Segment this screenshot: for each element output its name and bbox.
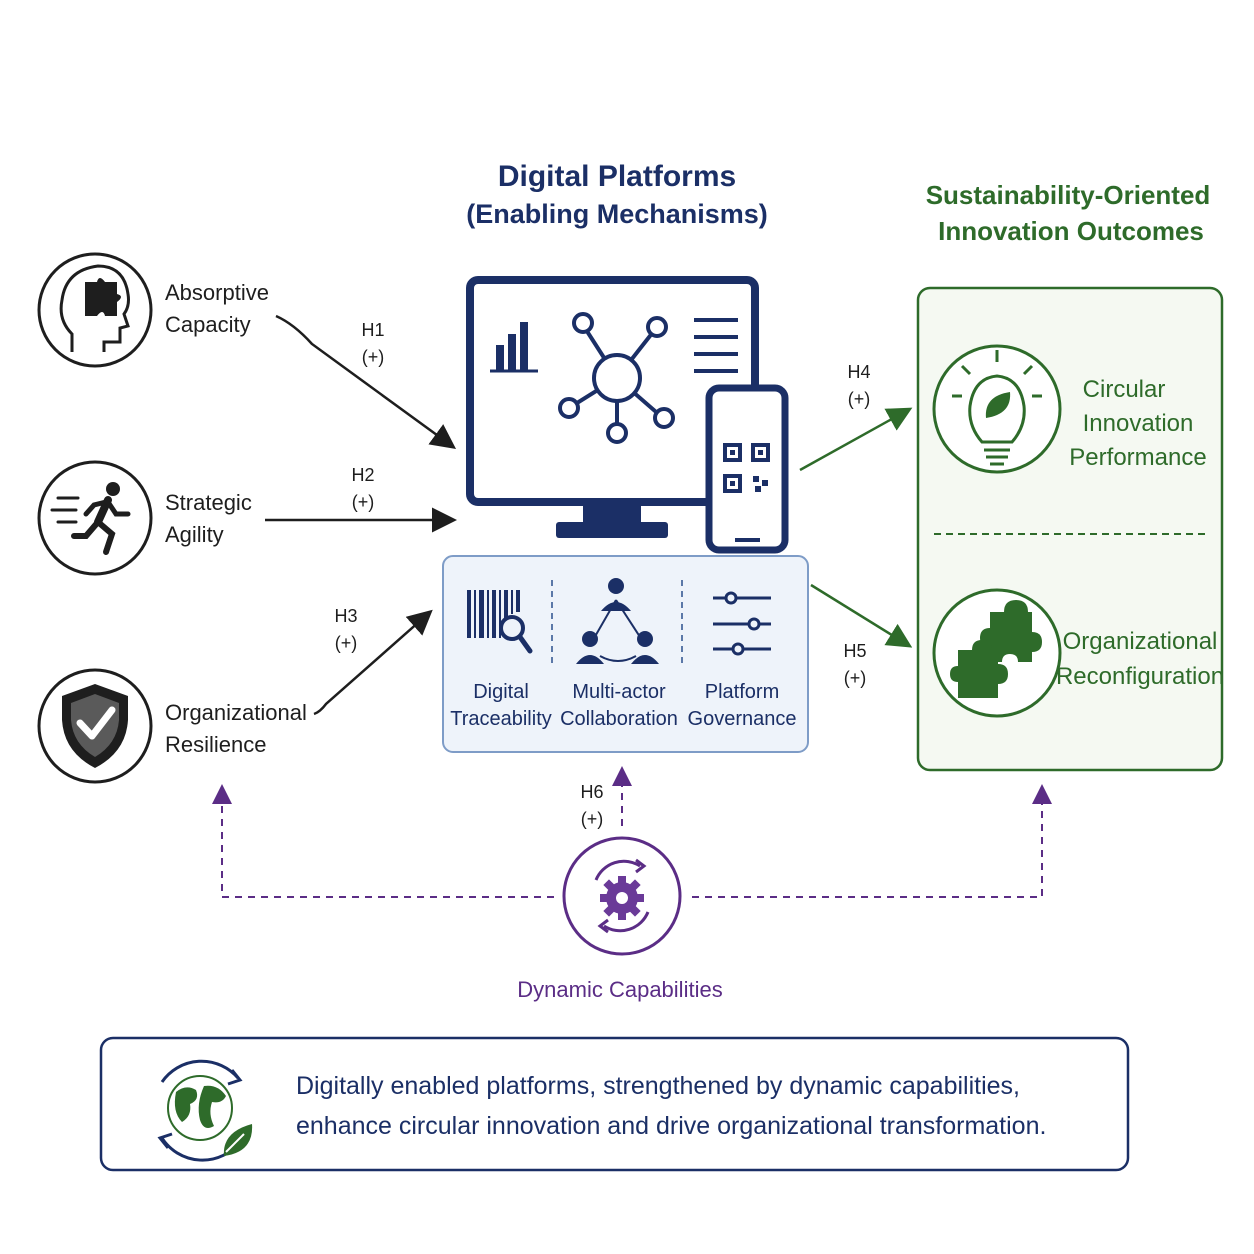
- h5-sign: (+): [844, 668, 867, 688]
- bar-chart-icon: [490, 322, 538, 373]
- outcomes-title-line2: Innovation Outcomes: [938, 216, 1204, 246]
- mechanism-1-line1: Digital: [473, 681, 529, 703]
- footer-line1: Digitally enabled platforms, strengthene…: [296, 1072, 1020, 1100]
- arrow-h1: [275, 314, 457, 449]
- mechanism-2-line2: Collaboration: [560, 708, 678, 730]
- shield-check-icon: [62, 684, 128, 768]
- h3-sign: (+): [335, 633, 358, 653]
- arrow-h4: [799, 407, 913, 472]
- network-people-icon: [576, 578, 659, 664]
- lightbulb-leaf-icon: [952, 350, 1042, 466]
- input-3-line2: Resilience: [165, 732, 267, 757]
- h5-label: H5: [843, 641, 866, 661]
- barcode-magnifier-icon: [467, 590, 533, 654]
- input-3-line1: Organizational: [165, 700, 307, 725]
- network-hub-icon: [558, 312, 675, 444]
- running-person-icon: [50, 482, 131, 555]
- text-lines-icon: [694, 318, 738, 373]
- mechanism-2-line1: Multi-actor: [572, 681, 666, 703]
- puzzle-pieces-icon: [950, 600, 1042, 698]
- input-2-line2: Agility: [165, 522, 224, 547]
- h3-label: H3: [334, 606, 357, 626]
- strategic-agility-circle: [37, 460, 153, 576]
- h4-sign: (+): [848, 389, 871, 409]
- moderator-label: Dynamic Capabilities: [517, 977, 722, 1002]
- footer-line2: enhance circular innovation and drive or…: [296, 1112, 1046, 1140]
- outcomes-title-line1: Sustainability-Oriented: [926, 180, 1211, 210]
- h6-label: H6: [580, 782, 603, 802]
- input-1-line1: Absorptive: [165, 280, 269, 305]
- h4-label: H4: [847, 362, 870, 382]
- outcome-1-line3: Performance: [1069, 444, 1206, 471]
- platforms-title-line2: (Enabling Mechanisms): [466, 199, 768, 229]
- h6-sign: (+): [581, 809, 604, 829]
- monitor-icon: [466, 276, 759, 538]
- platforms-title-line1: Digital Platforms: [498, 160, 736, 193]
- h1-label: H1: [361, 320, 384, 340]
- mechanism-3-line2: Governance: [688, 708, 797, 730]
- h2-sign: (+): [352, 492, 375, 512]
- globe-leaf-icon: [157, 1059, 253, 1162]
- gear-cycle-icon: [594, 858, 650, 934]
- arrow-h5: [810, 583, 913, 648]
- input-1-line2: Capacity: [165, 312, 251, 337]
- dynamic-capabilities-connectors: [212, 766, 1052, 898]
- mechanisms-panel: [442, 555, 809, 753]
- smartphone-qr-icon: [705, 384, 789, 554]
- outcome-2-line1: Organizational: [1063, 628, 1218, 655]
- h2-label: H2: [351, 465, 374, 485]
- mechanism-3-line1: Platform: [705, 681, 779, 703]
- footer-box: [99, 1036, 1130, 1172]
- input-2-line1: Strategic: [165, 490, 252, 515]
- head-puzzle-icon: [59, 264, 130, 352]
- mechanism-1-line2: Traceability: [450, 708, 552, 730]
- arrow-h3: [313, 609, 433, 716]
- outcome-1-line2: Innovation: [1083, 410, 1194, 437]
- outcome-2-line2: Reconfiguration: [1056, 663, 1224, 690]
- sliders-icon: [713, 591, 771, 656]
- h1-sign: (+): [362, 347, 385, 367]
- outcome-1-line1: Circular: [1083, 376, 1166, 403]
